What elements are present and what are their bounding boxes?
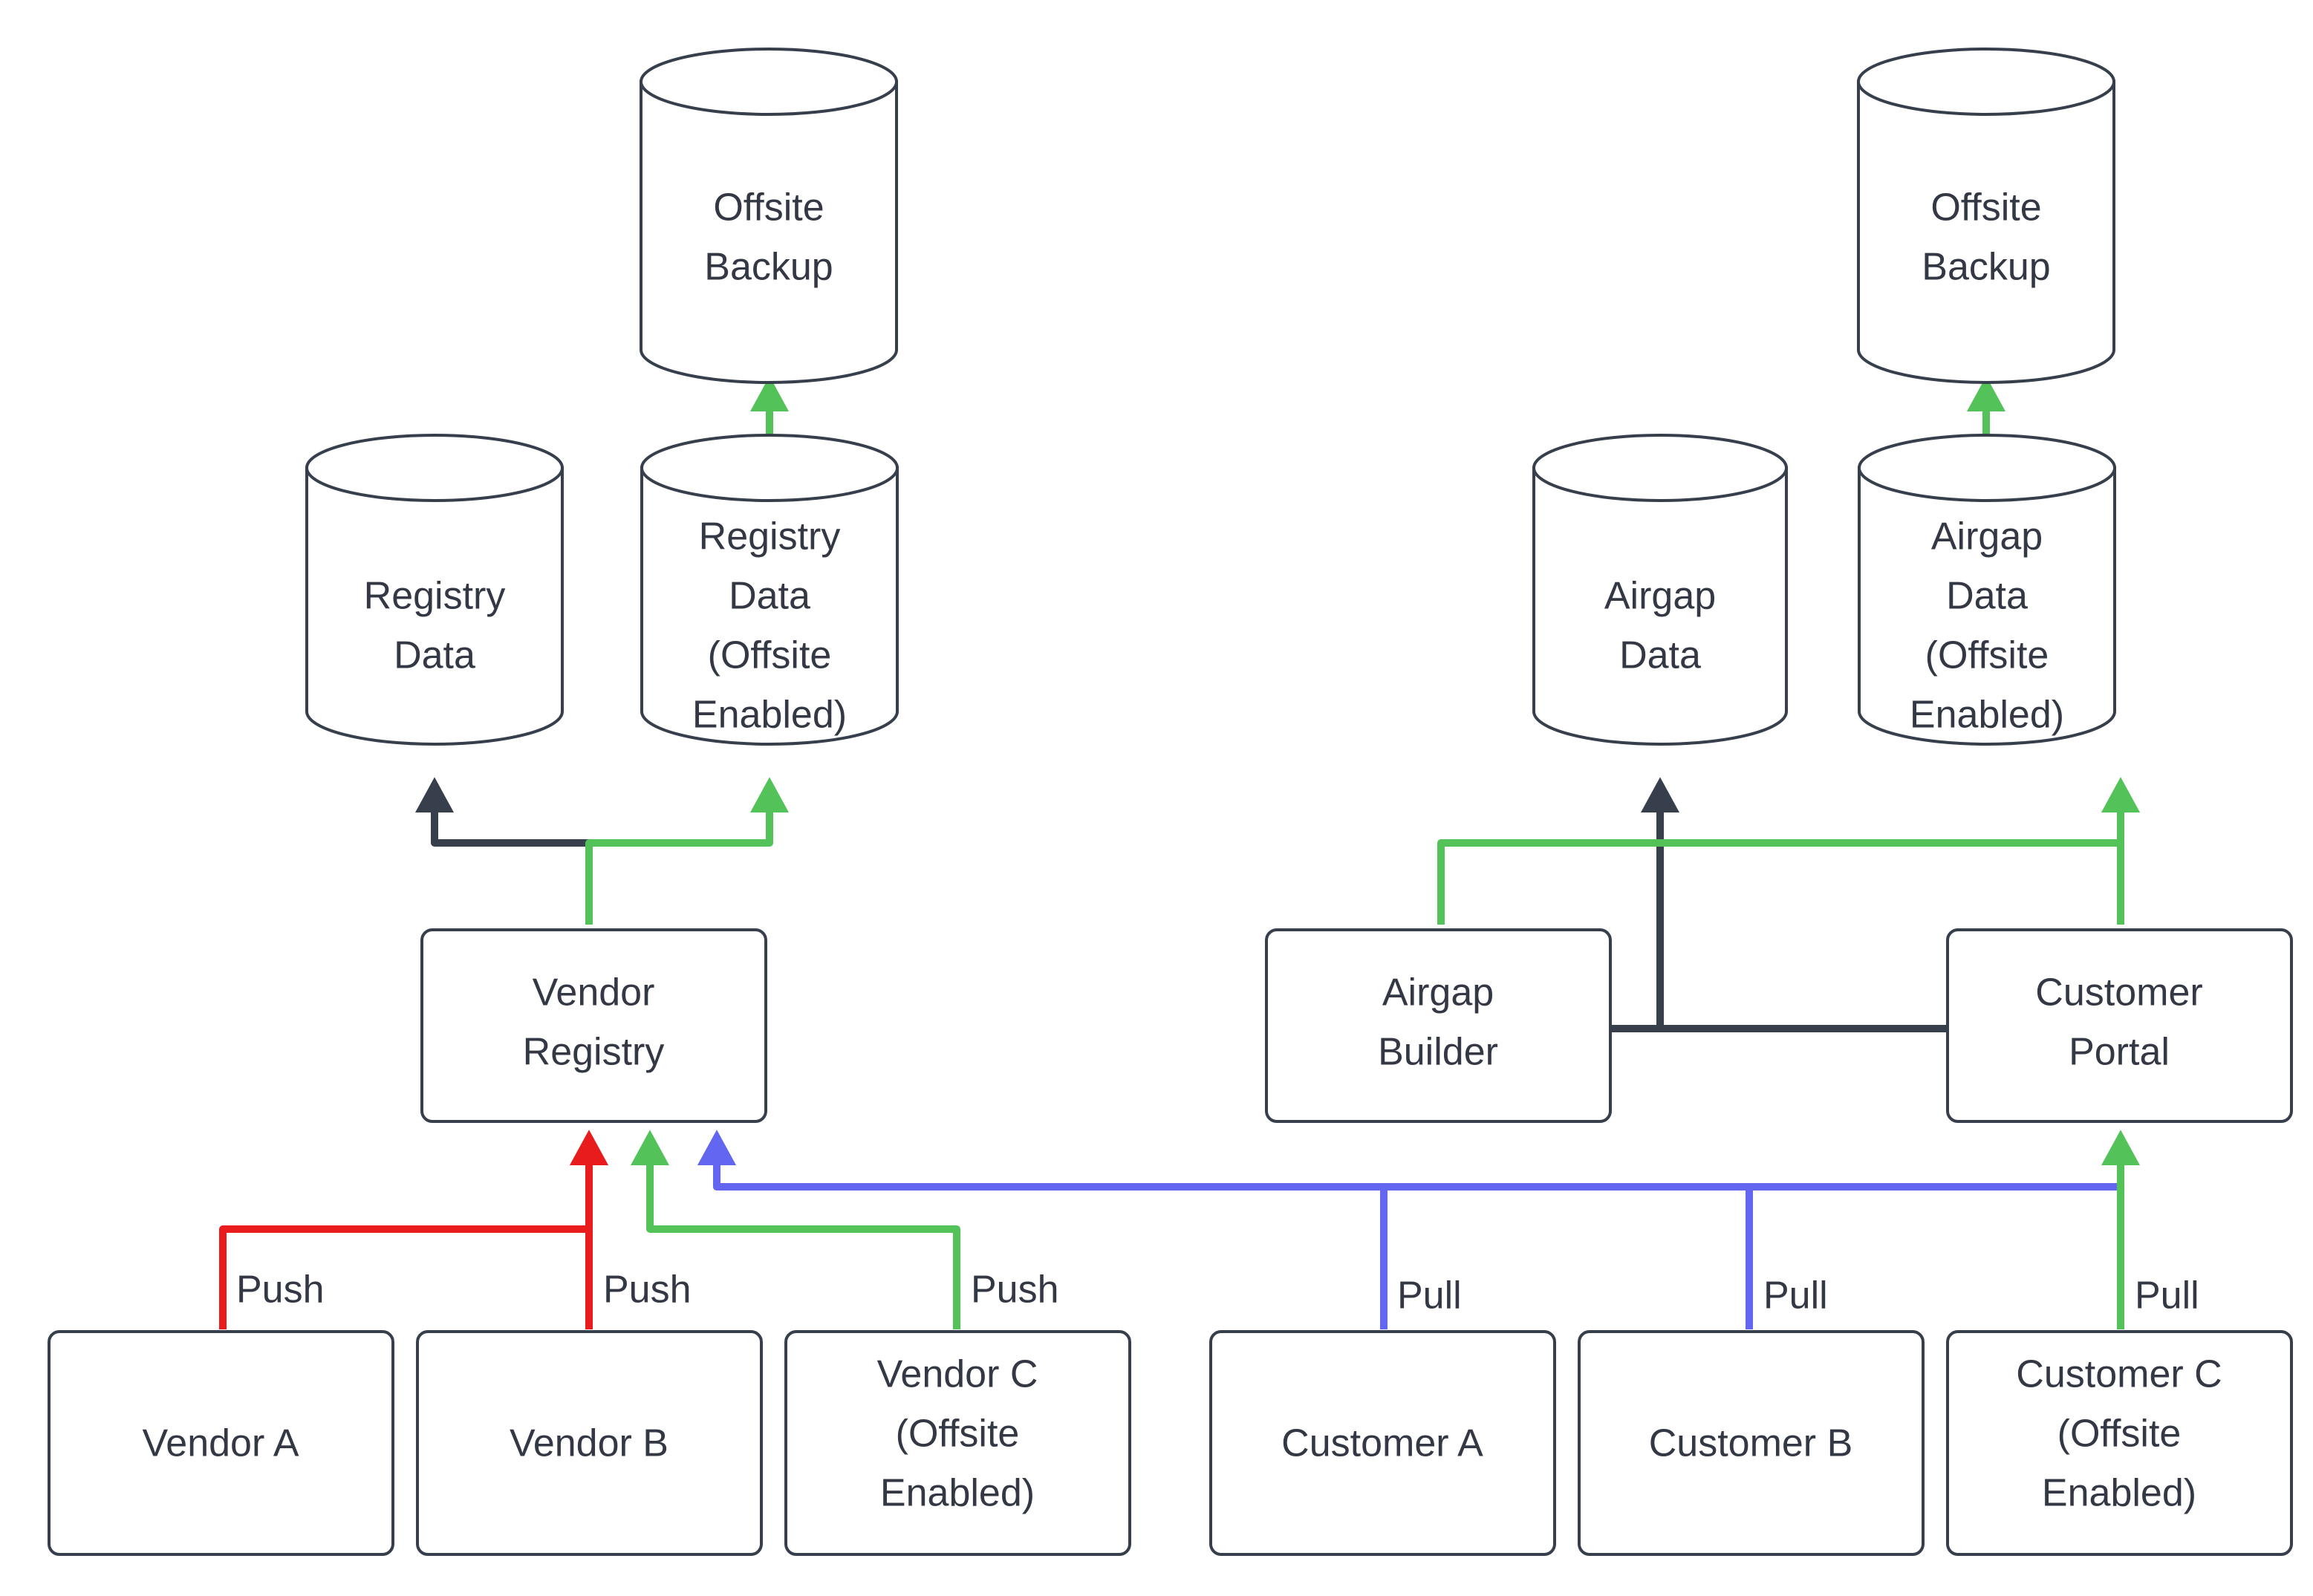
node-customer-b[interactable]: Customer B — [1578, 1330, 1925, 1556]
node-customer-portal[interactable]: Customer Portal — [1946, 928, 2293, 1123]
node-vendor-a[interactable]: Vendor A — [48, 1330, 394, 1556]
node-label-line: Registry — [699, 515, 841, 558]
node-label-line: Vendor B — [510, 1422, 668, 1465]
node-label-line: Registry — [523, 1031, 665, 1074]
edge-vendor-registry-to-registry-data — [415, 777, 593, 925]
edge-customer-portal-to-airgap-data — [1641, 777, 1946, 1032]
edge-vendor-registry-to-registry-data-offsite — [585, 777, 789, 925]
node-label-line: Vendor A — [142, 1422, 299, 1465]
edge-label-push-b: Push — [603, 1268, 692, 1312]
node-offsite-backup-left[interactable]: Offsite Backup — [640, 48, 898, 384]
node-label-line: Enabled) — [1910, 694, 2064, 737]
node-registry-data[interactable]: Registry Data — [305, 434, 564, 746]
node-label-line: Data — [1619, 634, 1701, 677]
node-label-line: Backup — [1922, 246, 2050, 289]
node-label-line: Enabled) — [2042, 1472, 2196, 1515]
node-label-line: (Offsite — [2057, 1413, 2182, 1456]
node-registry-data-offsite-enabled[interactable]: Registry Data (Offsite Enabled) — [640, 434, 899, 746]
node-label-line: Offsite — [1930, 186, 2041, 229]
node-customer-c[interactable]: Customer C (Offsite Enabled) — [1946, 1330, 2293, 1556]
edge-vendor-c-push — [631, 1130, 960, 1329]
node-vendor-registry[interactable]: Vendor Registry — [420, 928, 767, 1123]
edge-label-pull-b: Pull — [1763, 1274, 1828, 1317]
node-label-line: Customer C — [2016, 1353, 2222, 1396]
node-airgap-data-offsite-enabled[interactable]: Airgap Data (Offsite Enabled) — [1858, 434, 2116, 746]
node-label-line: Airgap — [1382, 971, 1494, 1014]
node-label-line: Airgap — [1604, 575, 1716, 618]
node-label-line: Data — [1946, 575, 2028, 618]
node-label-line: Portal — [2069, 1031, 2170, 1074]
edge-airgap-builder-to-airgap-data-offsite — [1437, 777, 2140, 925]
node-label-line: Airgap — [1931, 515, 2043, 558]
node-label-line: Offsite — [713, 186, 824, 229]
node-airgap-data[interactable]: Airgap Data — [1532, 434, 1788, 746]
node-label-line: (Offsite — [1925, 634, 2049, 677]
node-label-line: Vendor — [533, 971, 655, 1014]
node-label-line: Customer A — [1281, 1422, 1483, 1465]
edge-label-push-a: Push — [236, 1268, 325, 1312]
edge-label-push-c: Push — [971, 1268, 1059, 1312]
node-offsite-backup-right[interactable]: Offsite Backup — [1857, 48, 2115, 384]
node-label-line: Backup — [704, 246, 833, 289]
node-label-line: Vendor C — [877, 1353, 1038, 1396]
node-label-line: Registry — [364, 575, 506, 618]
node-label-line: (Offsite — [896, 1413, 1020, 1456]
node-customer-a[interactable]: Customer A — [1209, 1330, 1556, 1556]
edge-label-pull-a: Pull — [1397, 1274, 1462, 1317]
node-vendor-c[interactable]: Vendor C (Offsite Enabled) — [784, 1330, 1131, 1556]
edge-label-pull-c: Pull — [2135, 1274, 2199, 1317]
node-vendor-b[interactable]: Vendor B — [416, 1330, 763, 1556]
node-label-line: (Offsite — [708, 634, 832, 677]
node-label-line: Data — [394, 634, 475, 677]
node-airgap-builder[interactable]: Airgap Builder — [1265, 928, 1612, 1123]
node-label-line: Enabled) — [880, 1472, 1035, 1515]
node-label-line: Customer B — [1649, 1422, 1853, 1465]
node-label-line: Customer — [2035, 971, 2202, 1014]
node-label-line: Enabled) — [692, 694, 847, 737]
node-label-line: Builder — [1378, 1031, 1498, 1074]
node-label-line: Data — [729, 575, 810, 618]
